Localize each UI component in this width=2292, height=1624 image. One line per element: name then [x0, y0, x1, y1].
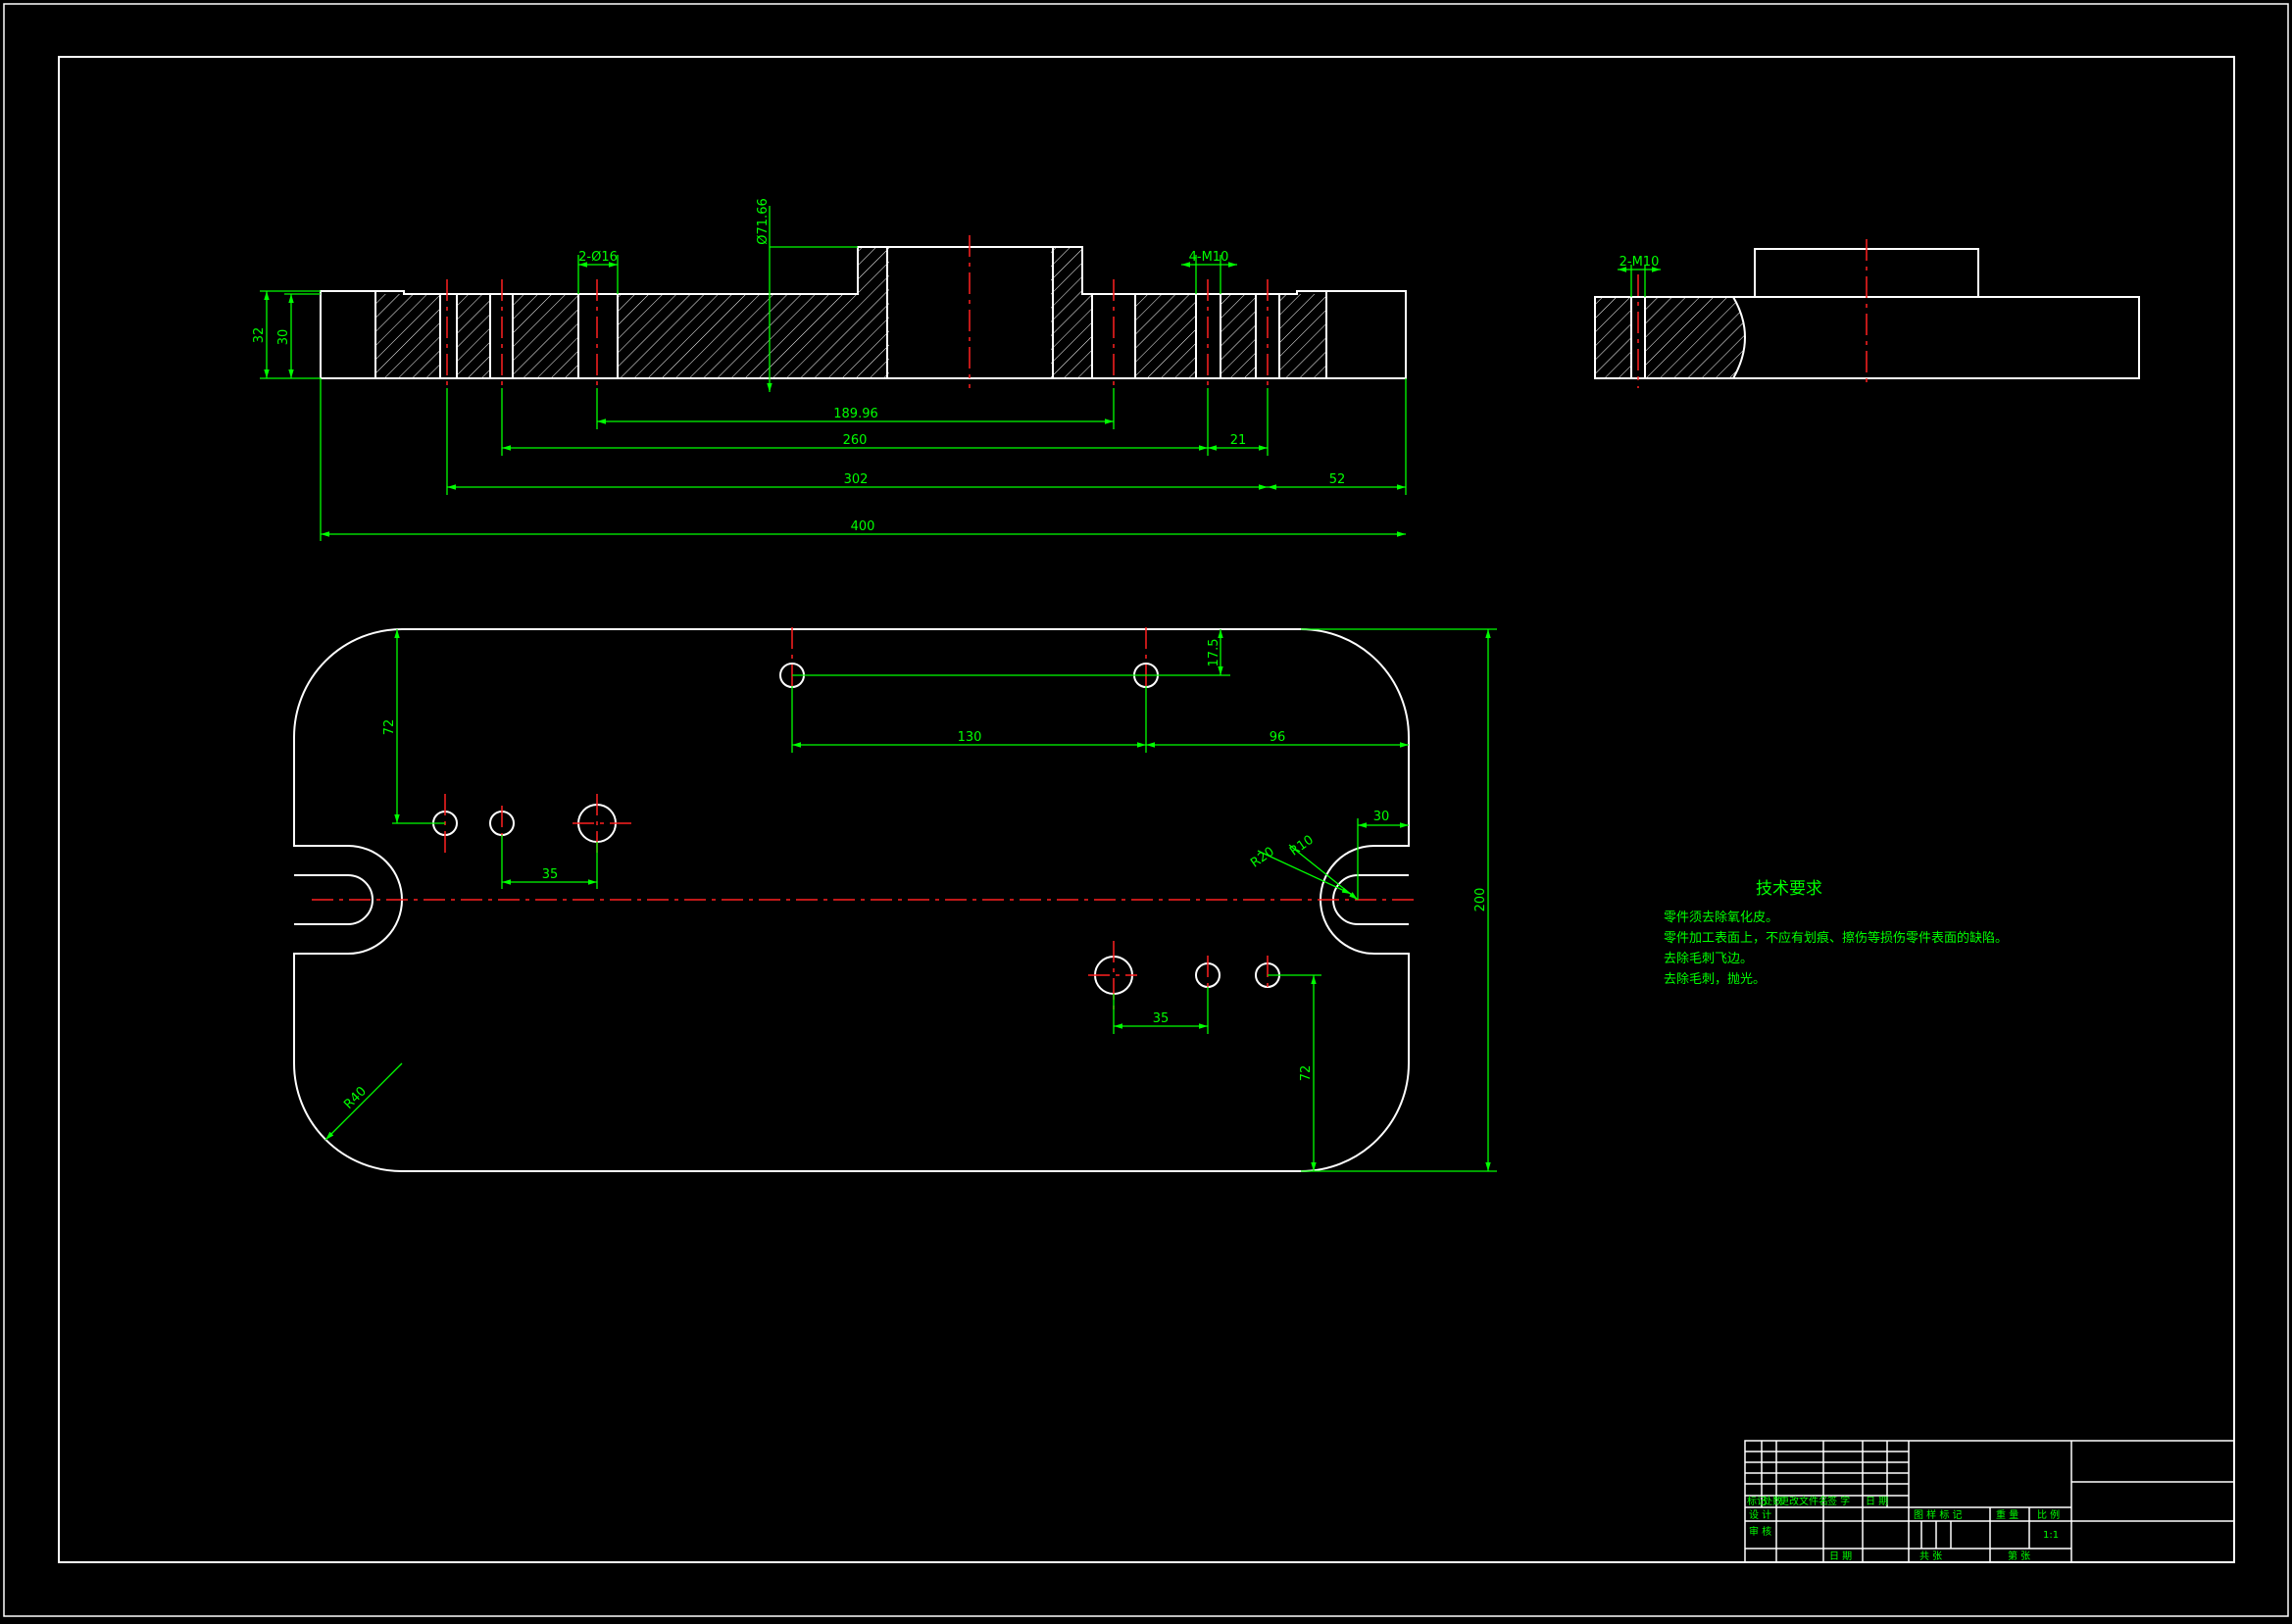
dim-35-right: 35 [1153, 1011, 1170, 1026]
dim-52: 52 [1329, 472, 1346, 487]
front-section-view [320, 235, 1407, 388]
sheet-inner-border [58, 56, 2235, 1563]
tb-change-doc: 更改文件名 [1779, 1495, 1828, 1507]
dim-side-holes: 2-M10 [1619, 255, 1660, 270]
tb-sign: 签 字 [1827, 1495, 1850, 1507]
dim-96: 96 [1270, 730, 1286, 745]
dim-302: 302 [844, 472, 869, 487]
notes-line-3: 去除毛刺飞边。 [1664, 952, 1753, 966]
tb-date: 日 期 [1829, 1550, 1852, 1562]
tb-mark: 标记 [1747, 1496, 1767, 1507]
dim-72-top: 72 [382, 719, 397, 736]
plan-dimensions: 17.5 130 96 72 35 30 R20 R10 200 [324, 628, 1497, 1172]
tb-scale-label: 比 例 [2037, 1508, 2060, 1521]
notes-line-1: 零件须去除氧化皮。 [1664, 910, 1778, 925]
dim-holes-right: 4-M10 [1189, 250, 1229, 265]
dim-35-left: 35 [542, 867, 559, 882]
dim-height-body: 30 [276, 329, 291, 346]
dim-30: 30 [1373, 810, 1390, 824]
tb-sheet: 第 张 [2008, 1550, 2030, 1562]
technical-requirements: 技术要求 零件须去除氧化皮。 零件加工表面上，不应有划痕、擦伤等损伤零件表面的缺… [1664, 879, 2008, 987]
notes-title: 技术要求 [1756, 879, 1822, 899]
tb-weight: 重 量 [1996, 1508, 2018, 1521]
tb-check: 审 核 [1749, 1525, 1771, 1538]
side-section-view: 2-M10 [1594, 239, 2140, 388]
dim-72-bottom: 72 [1299, 1065, 1314, 1082]
dim-200: 200 [1473, 888, 1488, 912]
dim-r20: R20 [1248, 845, 1277, 871]
dim-17-5: 17.5 [1207, 639, 1221, 667]
dim-130: 130 [958, 730, 982, 745]
plan-view [293, 627, 1417, 1172]
tb-total: 共 张 [1919, 1550, 1942, 1562]
notes-line-4: 去除毛刺，抛光。 [1664, 972, 1766, 987]
tb-design: 设 计 [1749, 1508, 1771, 1521]
tb-count: 处数 [1763, 1495, 1782, 1507]
dim-holes-left: 2-Ø16 [578, 250, 618, 265]
dim-height-total: 32 [252, 327, 267, 344]
tb-date-col: 日 期 [1866, 1496, 1888, 1507]
dim-r40: R40 [341, 1084, 370, 1112]
dim-boss-diameter: Ø71.66 [756, 198, 771, 244]
tb-scale: 1:1 [2043, 1530, 2059, 1541]
dim-400: 400 [851, 519, 875, 534]
tb-stage: 图 样 标 记 [1914, 1508, 1963, 1521]
title-block: 标记 处数 更改文件名 签 字 日 期 设 计 审 核 日 期 图 样 标 记 … [1744, 1440, 2235, 1563]
notes-line-2: 零件加工表面上，不应有划痕、擦伤等损伤零件表面的缺陷。 [1664, 930, 2008, 946]
dim-189-96: 189.96 [833, 407, 878, 421]
dim-21: 21 [1230, 433, 1247, 448]
sheet-outer-border [3, 3, 2289, 1617]
dim-260: 260 [843, 433, 868, 448]
front-dimensions: 32 30 2-Ø16 Ø71.66 4-M10 189.96 260 21 [252, 198, 1407, 541]
